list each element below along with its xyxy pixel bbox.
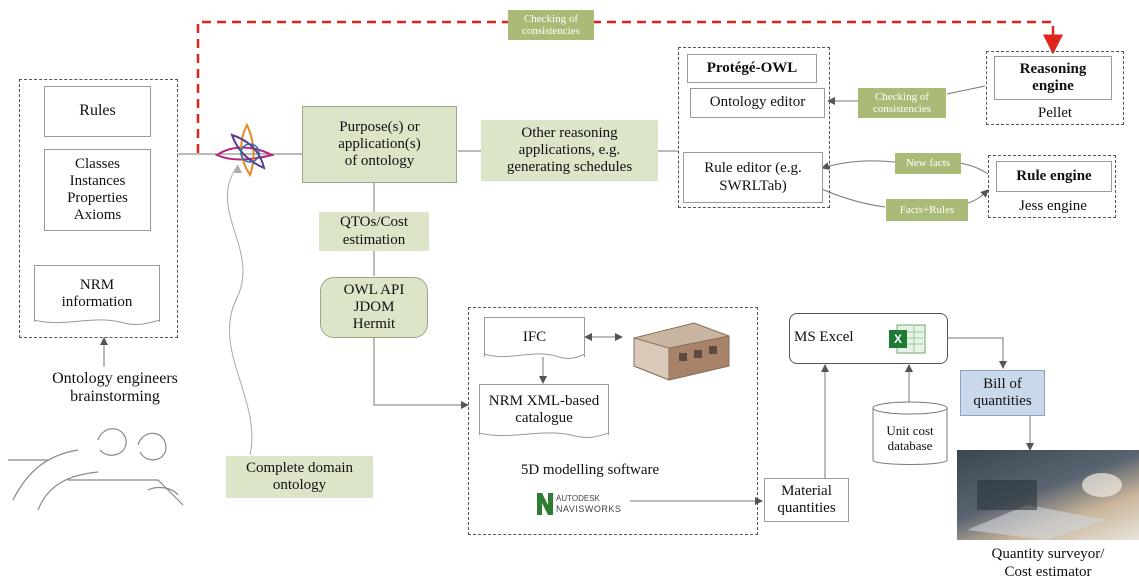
database-icon	[872, 401, 948, 465]
qto-cost-box: QTOs/Cost estimation	[319, 212, 429, 251]
pellet-label: Pellet	[1037, 105, 1073, 121]
left-knowledge-stack	[19, 79, 178, 338]
complete-domain-box: Complete domain ontology	[226, 456, 373, 498]
new-facts-label: New facts	[895, 153, 961, 174]
ifc-doc-wave	[484, 353, 585, 359]
rule-engine-group	[988, 155, 1116, 218]
svg-text:X: X	[894, 332, 902, 346]
surveyor-caption: Quantity surveyor/ Cost estimator	[991, 546, 1105, 580]
classes-card: Classes Instances Properties Axioms	[44, 149, 151, 231]
facts-rules-label: Facts+Rules	[886, 199, 968, 221]
reasoning-engine-group	[986, 51, 1124, 125]
ms-excel-label: MS Excel	[794, 329, 854, 345]
ontology-editor-box: Ontology editor	[690, 88, 825, 118]
rules-card: Rules	[44, 86, 151, 137]
protege-group	[678, 47, 830, 208]
nrm-doc-wave	[34, 319, 160, 325]
unit-cost-label: Unit cost database	[886, 423, 934, 453]
navisworks-brand: AUTODESK NAVISWORKS	[556, 494, 621, 515]
modelling-caption: 5D modelling software	[520, 462, 660, 478]
ontology-development-curve	[226, 164, 253, 456]
material-quantities-box: Material quantities	[764, 478, 849, 522]
jess-engine-label: Jess engine	[1019, 198, 1087, 214]
purpose-box: Purpose(s) or application(s) of ontology	[302, 106, 457, 183]
ms-excel-box	[789, 313, 948, 364]
nrm-xml-doc-wave	[479, 432, 609, 438]
nrm-information-card: NRM information	[34, 265, 160, 322]
protege-logo-icon	[214, 122, 275, 178]
rule-engine-title: Rule engine	[996, 161, 1112, 192]
red-consistency-loop	[196, 20, 1063, 153]
checking-consistency-label: Checking of consistencies	[858, 88, 946, 118]
reasoning-engine-title: Reasoning engine	[994, 56, 1112, 100]
ifc-box: IFC	[484, 317, 585, 357]
navisworks-text: NAVISWORKS	[556, 504, 622, 514]
modelling-group	[468, 307, 758, 535]
bill-of-quantities-box: Bill of quantities	[960, 370, 1045, 416]
brainstorm-caption: Ontology engineers brainstorming	[52, 370, 178, 406]
laptop-sketch-icon	[967, 473, 1122, 540]
autodesk-text: AUTODESK	[556, 494, 600, 503]
nrm-xml-box: NRM XML-based catalogue	[479, 384, 609, 435]
owl-api-box: OWL API JDOM Hermit	[320, 277, 428, 338]
navisworks-logo-icon	[537, 493, 553, 515]
excel-icon: X	[889, 324, 926, 354]
rule-editor-box: Rule editor (e.g. SWRLTab)	[683, 152, 823, 203]
top-consistency-label: Checking of consistencies	[508, 10, 594, 40]
brainstorming-sketch	[8, 428, 184, 511]
other-reasoning-box: Other reasoning applications, e.g. gener…	[481, 120, 658, 181]
protege-title: Protégé-OWL	[687, 54, 817, 83]
building-model-icon	[633, 322, 730, 381]
